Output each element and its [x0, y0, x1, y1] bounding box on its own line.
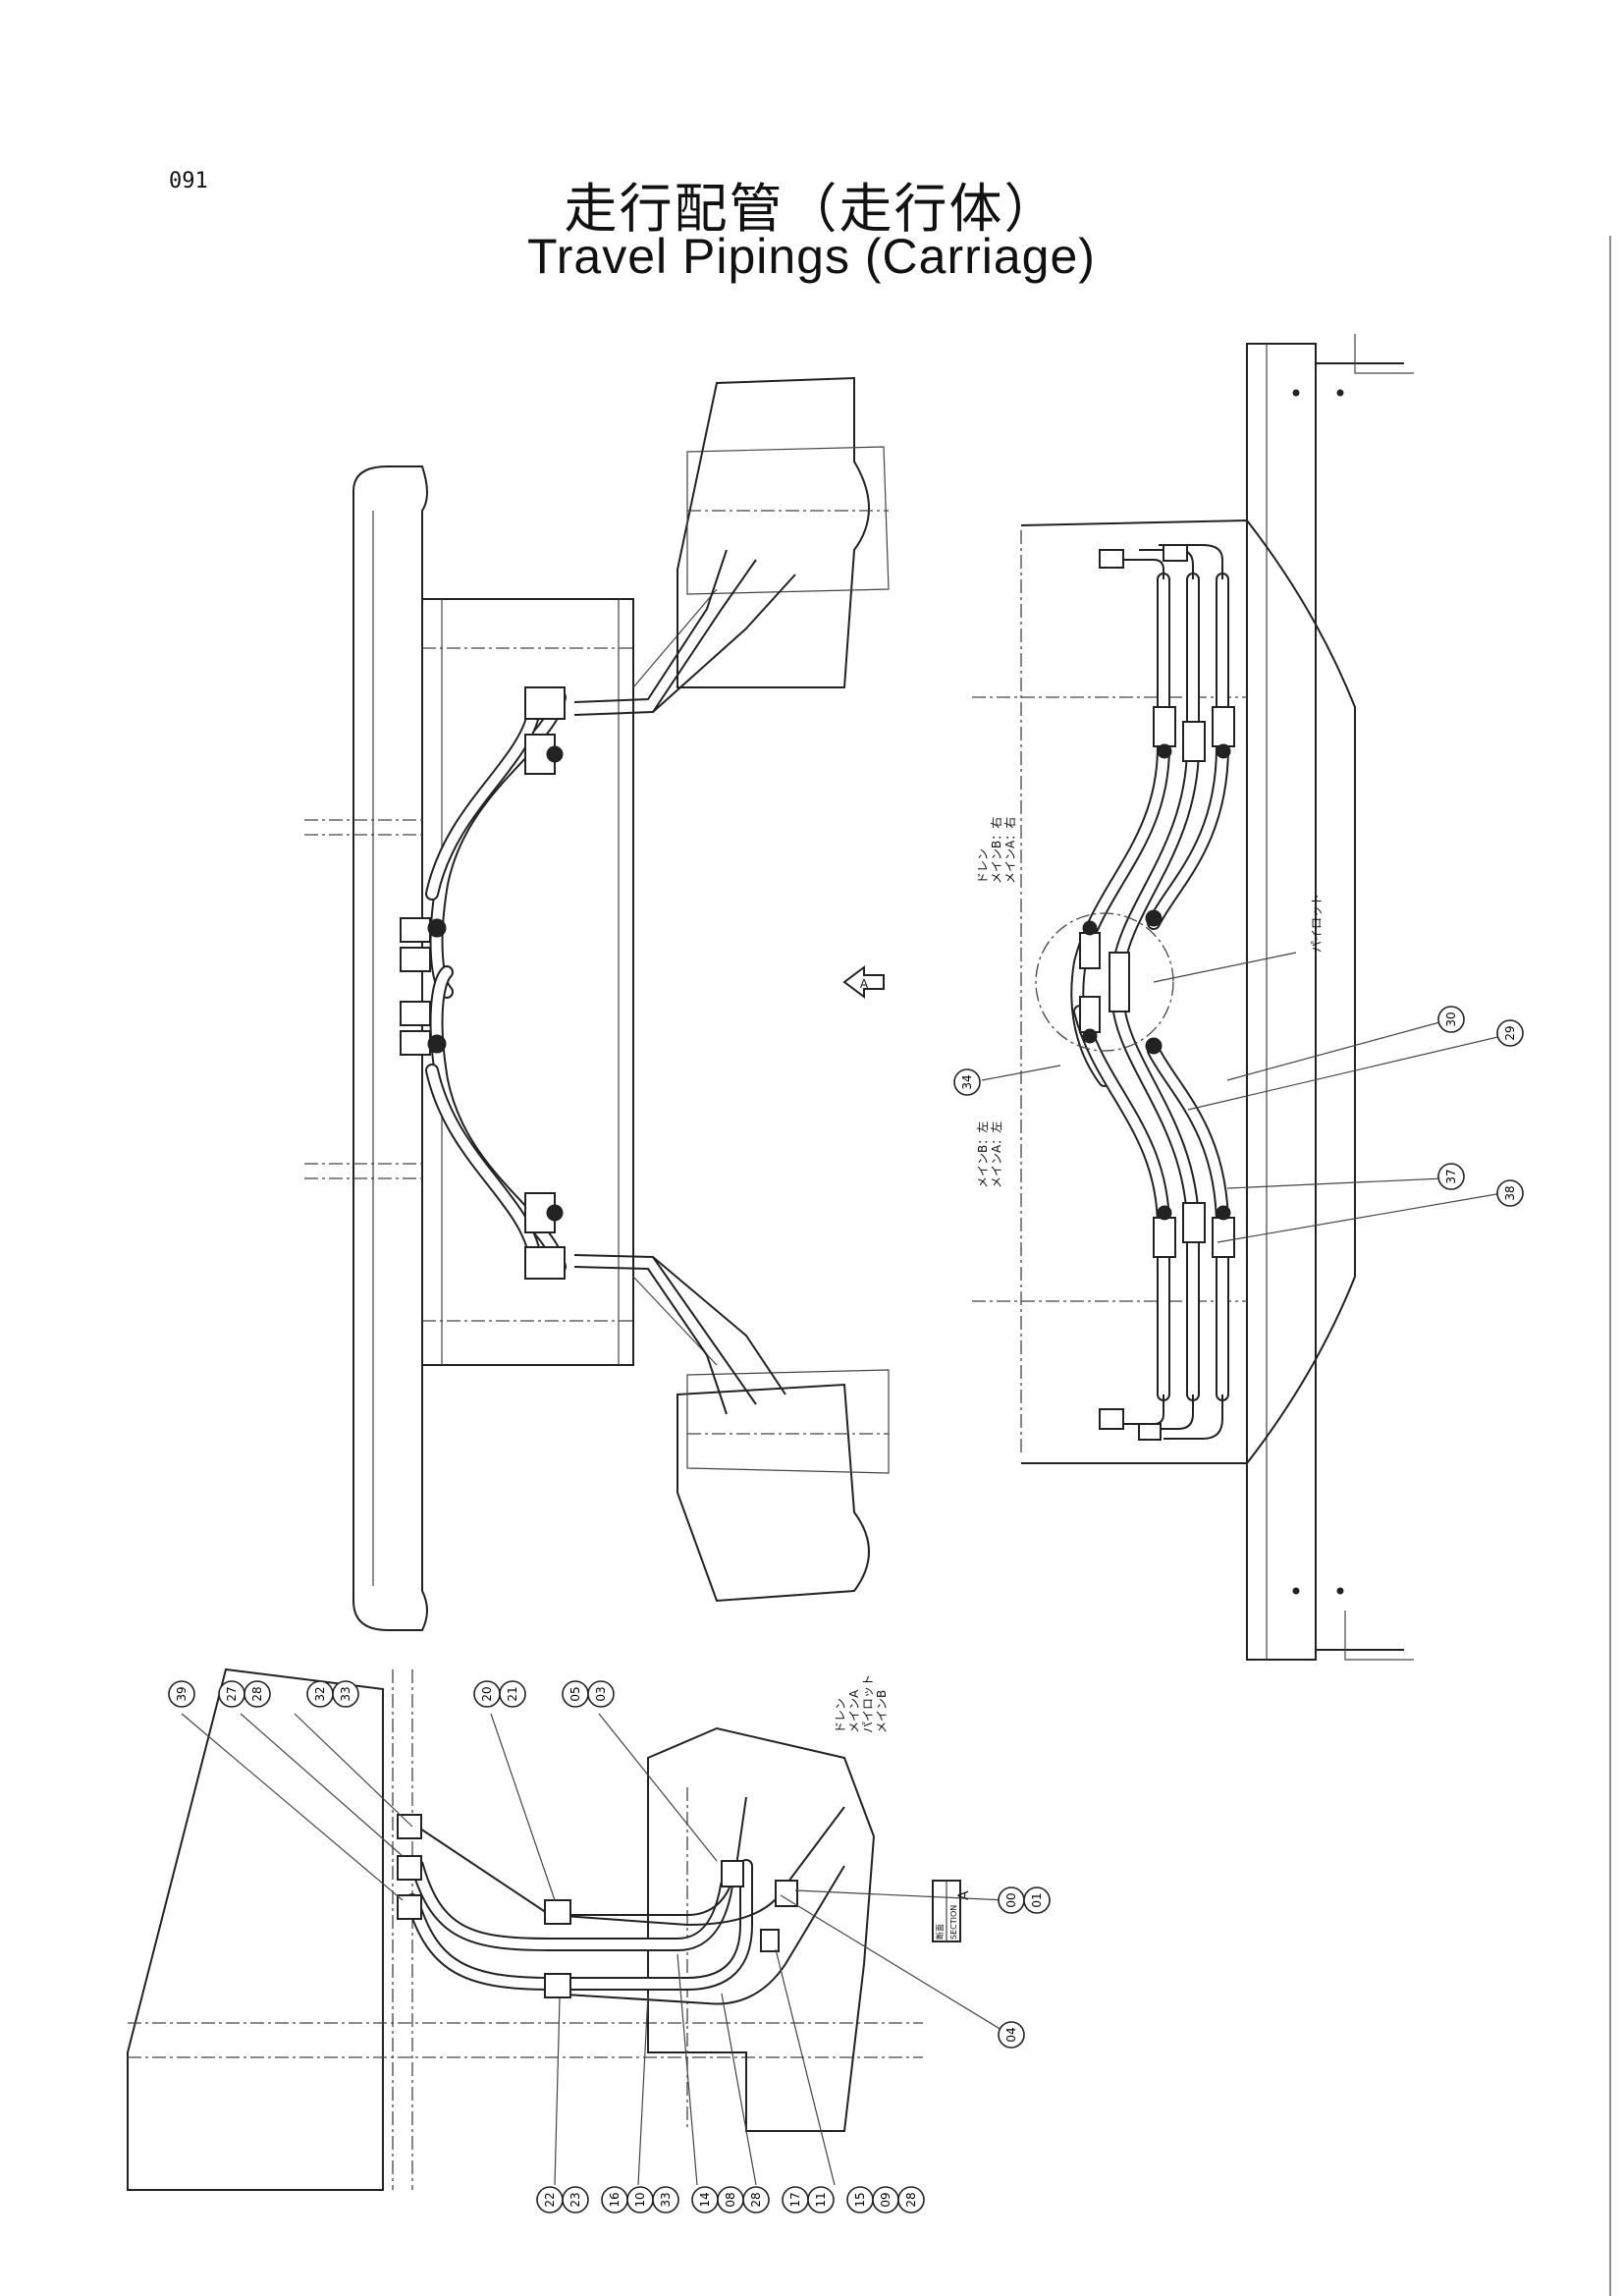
svg-text:21: 21 — [506, 1686, 519, 1701]
right-side-frame — [1246, 343, 1317, 1661]
page-number: 091 — [169, 169, 208, 193]
callout-04: 04 — [998, 2021, 1025, 2049]
svg-text:03: 03 — [594, 1686, 608, 1701]
section-label-main-b: メインB — [875, 1690, 889, 1733]
svg-text:01: 01 — [1030, 1892, 1044, 1907]
section-a-view — [127, 1667, 1007, 2191]
svg-text:28: 28 — [749, 2192, 763, 2207]
section-motor-housing — [647, 1726, 876, 2132]
callout-30: 30 — [1437, 1006, 1465, 1033]
center-frame — [421, 598, 634, 1366]
port-label-main-a-right: メインA：右 — [1002, 817, 1017, 884]
callout-37: 37 — [1437, 1163, 1465, 1190]
svg-text:32: 32 — [313, 1686, 327, 1701]
svg-text:28: 28 — [904, 2192, 918, 2207]
callout-17-11: 17 11 — [782, 2186, 835, 2214]
svg-text:10: 10 — [633, 2192, 647, 2207]
svg-text:11: 11 — [814, 2192, 828, 2207]
port-label-pilot: パイロット — [1310, 894, 1324, 953]
section-label-main-a: メインA — [847, 1689, 861, 1733]
callout-14-08-28: 14 08 28 — [691, 2186, 770, 2214]
svg-text:15: 15 — [853, 2192, 867, 2207]
svg-text:33: 33 — [659, 2192, 673, 2207]
callout-32-33: 32 33 — [306, 1680, 359, 1708]
svg-text:20: 20 — [480, 1686, 494, 1701]
port-label-main-b-left: メインB：左 — [975, 1121, 990, 1188]
svg-text:08: 08 — [724, 2192, 737, 2207]
view-arrow-label: A — [860, 977, 869, 991]
track-frame — [352, 465, 428, 1631]
section-label-pilot: パイロット — [861, 1674, 875, 1733]
svg-text:断面: 断面 — [935, 1924, 945, 1940]
travel-motor-top — [676, 376, 870, 688]
callout-15-09-28: 15 09 28 — [846, 2186, 925, 2214]
svg-text:SECTION: SECTION — [949, 1905, 958, 1940]
travel-motor-bottom — [676, 1383, 870, 1603]
svg-text:00: 00 — [1004, 1892, 1018, 1907]
section-frame-left — [127, 1667, 384, 2191]
svg-text:14: 14 — [698, 2192, 712, 2207]
port-label-drain-right: ドレン — [976, 848, 990, 884]
view-arrow — [842, 965, 885, 999]
svg-text:23: 23 — [568, 2192, 582, 2207]
title-japanese: 走行配管（走行体） — [564, 178, 1059, 240]
manifold-detail-circle — [1035, 912, 1174, 1052]
svg-text:A: A — [956, 1890, 972, 1900]
svg-text:16: 16 — [608, 2192, 622, 2207]
svg-text:09: 09 — [879, 2192, 893, 2207]
title-english: Travel Pipings (Carriage) — [527, 229, 1096, 284]
callout-27-28: 27 28 — [218, 1680, 271, 1708]
callout-34: 34 — [953, 1068, 981, 1096]
right-side-view — [972, 334, 1503, 1661]
port-label-main-a-left: メインA：左 — [989, 1121, 1003, 1188]
port-label-main-b-right: メインB：右 — [989, 817, 1003, 884]
svg-text:04: 04 — [1004, 2027, 1018, 2042]
svg-text:28: 28 — [250, 1686, 264, 1701]
svg-text:33: 33 — [339, 1686, 352, 1701]
callout-22-23: 22 23 — [536, 2186, 589, 2214]
callout-39: 39 — [168, 1680, 195, 1708]
section-a-label: 断面 SECTION A — [932, 1880, 972, 1942]
callout-38: 38 — [1496, 1179, 1524, 1207]
svg-text:39: 39 — [175, 1686, 189, 1701]
callout-29: 29 — [1496, 1019, 1524, 1047]
svg-text:05: 05 — [568, 1686, 582, 1701]
svg-text:37: 37 — [1444, 1169, 1458, 1183]
svg-text:34: 34 — [960, 1074, 974, 1089]
callout-20-21: 20 21 — [473, 1680, 526, 1708]
svg-text:38: 38 — [1503, 1185, 1517, 1200]
callout-16-10-33: 16 10 33 — [601, 2186, 679, 2214]
svg-text:27: 27 — [225, 1686, 239, 1701]
section-label-drain: ドレン — [834, 1698, 847, 1733]
svg-text:29: 29 — [1503, 1025, 1517, 1040]
svg-text:30: 30 — [1444, 1011, 1458, 1026]
callout-05-03: 05 03 — [562, 1680, 615, 1708]
svg-text:22: 22 — [543, 2192, 557, 2207]
left-plan-view: A — [304, 376, 890, 1631]
svg-text:17: 17 — [788, 2192, 802, 2207]
callout-00-01: 00 01 — [998, 1886, 1051, 1914]
